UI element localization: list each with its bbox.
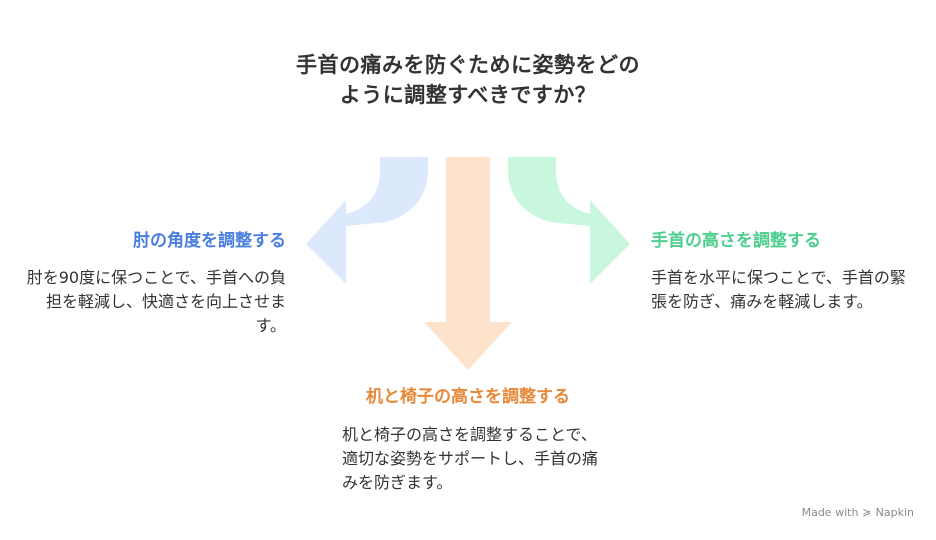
- right-branch-body: 手首を水平に保つことで、手首の緊張を防ぎ、痛みを軽減します。: [651, 268, 906, 311]
- napkin-logo-icon: ≽: [862, 506, 872, 519]
- left-branch-body: 肘を90度に保つことで、手首への負担を軽減し、快適さを向上させます。: [26, 268, 286, 335]
- middle-branch-body: 机と椅子の高さを調整することで、適切な姿勢をサポートし、手首の痛みを防ぎます。: [342, 425, 599, 492]
- middle-arrow: [424, 157, 512, 370]
- brand-label: Napkin: [875, 506, 914, 519]
- made-with-label: Made with: [801, 506, 859, 519]
- diagram-title: 手首の痛みを防ぐために姿勢をどのように調整すべきですか？: [296, 53, 640, 107]
- left-branch-heading: 肘の角度を調整する: [133, 231, 286, 251]
- middle-branch-heading: 机と椅子の高さを調整する: [366, 387, 570, 407]
- right-branch-heading: 手首の高さを調整する: [651, 231, 821, 251]
- made-with-footer: Made with ≽ Napkin: [802, 506, 914, 519]
- left-arrow: [306, 157, 428, 284]
- right-arrow: [508, 157, 630, 284]
